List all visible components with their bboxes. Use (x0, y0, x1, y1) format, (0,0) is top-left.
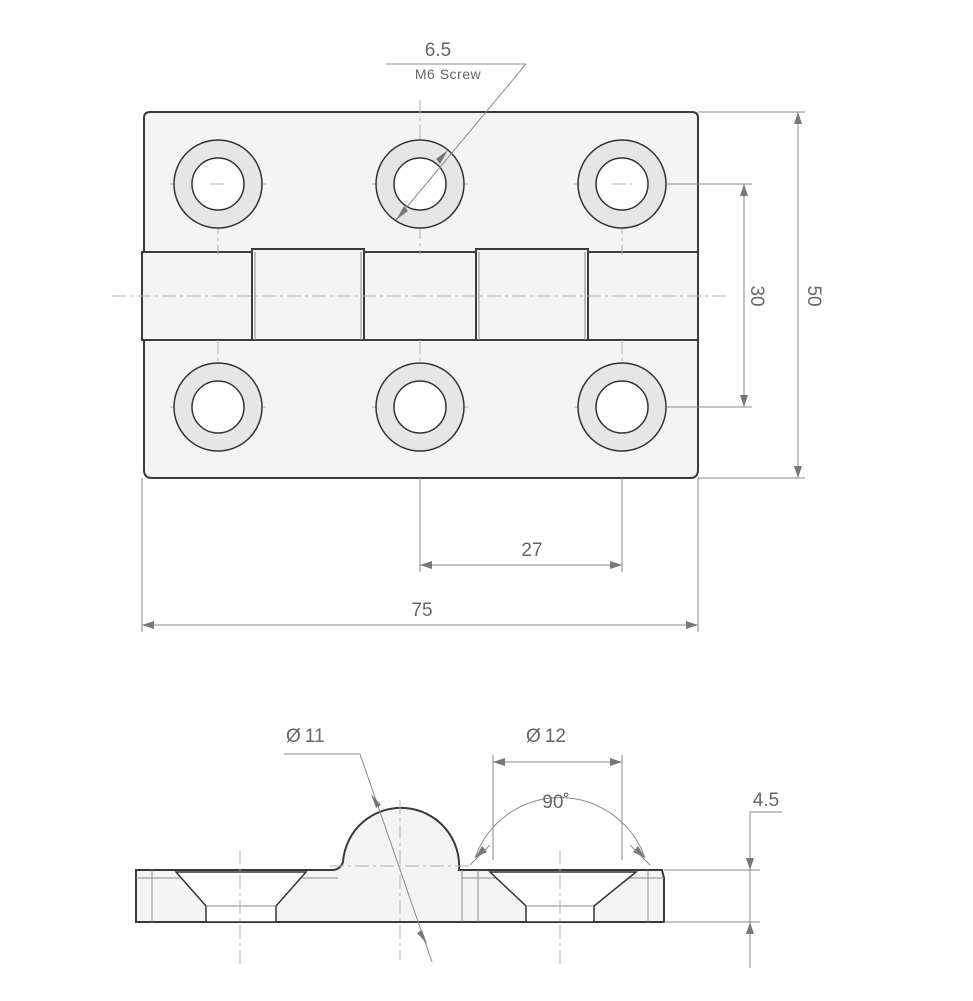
screw-diameter-label: 6.5 (425, 40, 451, 61)
hole-pitch-label: 27 (521, 540, 542, 561)
countersink-diameter-dimension (492, 755, 623, 860)
countersink-angle-label: 90˚ (542, 792, 569, 813)
knuckle-diameter-leader (284, 753, 433, 963)
total-height-label: 50 (803, 285, 824, 306)
hole-pitch-dimension (420, 561, 622, 569)
total-height-dimension (794, 112, 802, 478)
plate-thickness-label: 4.5 (753, 790, 779, 811)
hole-spacing-label: 30 (746, 285, 767, 306)
plate-thickness-dimension (664, 811, 782, 968)
total-width-dimension (142, 621, 698, 629)
knuckle-2 (251, 248, 365, 341)
knuckle-4 (475, 248, 589, 341)
total-width-label: 75 (411, 600, 432, 621)
screw-holes (173, 139, 667, 452)
knuckles (141, 248, 699, 341)
hole-spacing-dimension (740, 184, 748, 407)
top-view: 6.5 M6 Screw 30 50 27 (112, 40, 824, 632)
screw-diameter-leader (386, 63, 527, 221)
countersink-angle-arc (469, 797, 651, 866)
screw-type-label: M6 Screw (415, 66, 482, 82)
